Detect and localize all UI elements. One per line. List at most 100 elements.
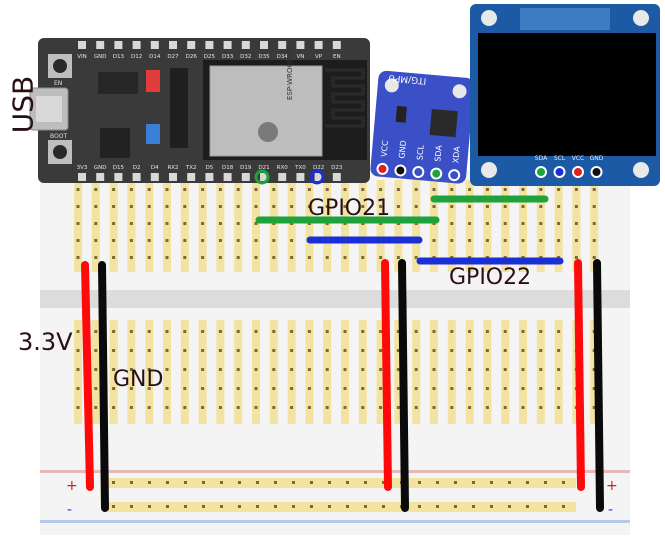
esp32-top-pin-label: EN [333, 54, 341, 60]
breadboard-column-lower [145, 320, 154, 424]
usb-label: USB [6, 75, 40, 134]
esp32-bottom-pin-label: D5 [206, 165, 214, 171]
breadboard-column-lower [198, 320, 207, 424]
esp32-bottom-pin [278, 173, 287, 181]
breadboard-column-lower [536, 320, 545, 424]
power-rail-plus [108, 478, 576, 488]
mpu-pin [430, 167, 443, 180]
breadboard-column-upper [590, 180, 599, 272]
breadboard-column-upper [287, 180, 296, 272]
breadboard-column-upper [145, 180, 154, 272]
mpu-pin-label: GND [397, 140, 408, 159]
mpu-pin-label: VCC [380, 140, 390, 158]
en-button-label: EN [54, 80, 62, 87]
esp32-bottom-pin [223, 173, 232, 181]
esp32-top-pin-label: D34 [277, 54, 289, 60]
esp32-top-pin [296, 41, 305, 49]
wires [81, 195, 604, 512]
esp32-top-pin-label: D25 [204, 54, 216, 60]
breadboard-column-upper [412, 180, 421, 272]
esp32-bottom-pin-label: 3V3 [77, 165, 88, 171]
esp32-top-pin [169, 41, 177, 49]
breadboard-column-lower [590, 320, 599, 424]
breadboard-column-lower [519, 320, 527, 424]
breadboard-column-upper [447, 180, 456, 272]
breadboard-column-upper [483, 180, 492, 272]
breadboard-column-lower [376, 320, 385, 424]
breadboard-column-lower [341, 320, 349, 424]
breadboard-column-lower [74, 320, 82, 424]
breadboard-column-lower [394, 320, 403, 424]
rail-minus-sign-right: - [608, 502, 613, 518]
breadboard-column-lower [216, 320, 225, 424]
esp32-bottom-pin-label: TX0 [294, 165, 306, 171]
breadboard-column-upper [519, 180, 527, 272]
mpu-sensor-board: ITG/MPU VCC GND SCL SDA XDA [370, 70, 475, 184]
esp32-top-pin-label: D12 [131, 54, 142, 60]
breadboard-column-upper [376, 180, 385, 272]
esp32-bottom-pin [114, 173, 123, 181]
breadboard-column-lower [465, 320, 474, 424]
breadboard-column-lower [234, 320, 243, 424]
breadboard-column-upper [394, 180, 403, 272]
esp32-bottom-pin [132, 173, 141, 181]
esp32-bottom-pin [241, 173, 250, 181]
breadboard-column-upper [252, 180, 260, 272]
esp32-bottom-pin [78, 173, 86, 181]
breadboard-column-upper [234, 180, 243, 272]
mpu-pin [394, 164, 407, 177]
breadboard-column-lower [323, 320, 332, 424]
boot-button [48, 140, 72, 164]
oled-pin-label: SDA [535, 155, 548, 162]
mpu-pin [448, 169, 461, 182]
breadboard-column-lower [447, 320, 456, 424]
esp32-bottom-pin-label: D4 [151, 165, 159, 171]
breadboard-column-lower [554, 320, 563, 424]
rail-plus-sign-right: + [606, 478, 618, 494]
esp32-top-pin [223, 41, 232, 49]
breadboard-column-upper [430, 180, 438, 272]
oled-pin-label: SCL [554, 155, 566, 162]
esp32-bottom-pin [96, 173, 105, 181]
esp32-top-pin [96, 41, 105, 49]
mpu-pin-label: SCL [415, 144, 425, 160]
regulator-chip [98, 72, 138, 94]
esp32-bottom-pin-label: RX2 [167, 165, 178, 171]
breadboard-column-upper [91, 180, 100, 272]
oled-pin [590, 166, 603, 178]
mpu-pin-label: XDA [451, 145, 461, 163]
mpu-pin [412, 166, 425, 179]
breadboard-column-upper [163, 180, 171, 272]
esp32-top-pin [332, 41, 341, 49]
esp32-bottom-pin-label: D22 [313, 165, 324, 171]
breadboard-column-upper [109, 180, 118, 272]
breadboard-column-upper [554, 180, 563, 272]
esp32-top-pin-label: D27 [167, 54, 179, 60]
breadboard-column-upper [536, 180, 545, 272]
esp32-top-pin-label: VN [296, 54, 304, 60]
esp32-bottom-pin-label: D21 [258, 165, 269, 171]
breadboard-column-upper [358, 180, 367, 272]
breadboard-column-lower [358, 320, 367, 424]
esp32-bottom-pin [187, 173, 196, 181]
breadboard-column-lower [305, 320, 314, 424]
esp32-bottom-pin [205, 173, 214, 181]
mpu-pin-label: SDA [433, 144, 443, 162]
gpio21-label: GPIO21 [308, 196, 391, 221]
breadboard-column-upper [216, 180, 225, 272]
breadboard-column-lower [501, 320, 510, 424]
esp32-top-pin-label: D35 [258, 54, 270, 60]
esp32-top-pin [78, 41, 86, 49]
esp32-top-pin-label: GND [94, 54, 107, 60]
esp32-top-pin [150, 41, 159, 49]
esp32-bottom-pin [296, 173, 305, 181]
breadboard-column-upper [323, 180, 332, 272]
breadboard: + - + - [40, 170, 630, 535]
esp32-bottom-pin-label: D23 [331, 165, 343, 171]
oled-pin-label: VCC [572, 155, 584, 162]
breadboard-column-lower [483, 320, 492, 424]
breadboard-column-upper [501, 180, 510, 272]
mpu-title: ITG/MPU [388, 72, 427, 85]
